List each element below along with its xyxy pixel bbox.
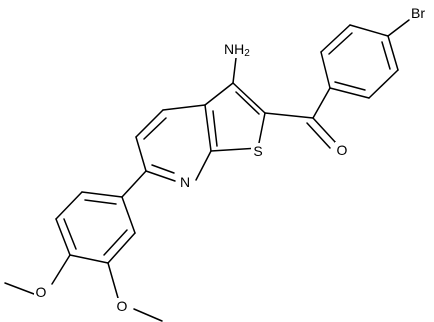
bond-ar-6	[121, 196, 136, 234]
bond-c6-n	[145, 170, 176, 182]
bond-c5-c6	[135, 136, 147, 172]
bond-bp-1	[320, 51, 331, 89]
bond-c3a-c7a-inner	[212, 110, 218, 147]
bond-c2-s	[257, 112, 266, 149]
bond-ar-1	[81, 191, 123, 198]
bond-n-c7a	[195, 150, 212, 181]
bond-c3a-c7a	[204, 104, 212, 152]
bond-ar-2	[55, 191, 83, 220]
methoxy-oxygen-4-label: O	[36, 284, 47, 300]
bond-bp-4	[387, 35, 399, 71]
bond-ar-5	[107, 232, 136, 264]
bond-c6-n-inner	[151, 164, 175, 174]
bond-ar-3	[55, 218, 71, 256]
bond-bp-4-inner	[381, 41, 391, 70]
bond-bp-2	[320, 24, 351, 53]
bond-bp-6-inner	[334, 81, 366, 91]
bond-c3-c2	[232, 82, 266, 114]
bromine-label: Br	[411, 5, 425, 21]
bond-s-c7a	[210, 147, 259, 152]
bond-o-ch3-4	[4, 282, 35, 295]
bond-ar-5-inner	[103, 229, 128, 256]
methoxy-oxygen-3-label: O	[117, 298, 128, 314]
bond-c4-o	[51, 254, 71, 285]
bond-bp-3	[349, 24, 389, 37]
sulfur-label: S	[253, 143, 262, 159]
bond-c3-n	[232, 57, 237, 84]
bond-c4-c5	[135, 109, 164, 138]
bond-ar-1-inner	[84, 199, 117, 205]
atom-labels: NH2 Br O S N O O	[34, 4, 434, 314]
bond-o-ch3-3	[133, 308, 163, 322]
bond-bp-6	[329, 87, 370, 99]
bond-c2-carbonyl	[264, 112, 314, 119]
bond-c6-ar	[121, 170, 147, 198]
bond-co-2	[306, 122, 331, 149]
bond-c3-c2-inner	[235, 91, 260, 115]
bond-bp-5	[368, 69, 399, 99]
bond-ar-4	[69, 254, 109, 264]
bond-c-br	[387, 19, 410, 37]
pyridine-nitrogen-label: N	[180, 174, 190, 190]
bond-ar-3-inner	[63, 218, 77, 250]
bond-c3-o	[107, 262, 119, 299]
bond-c3-c3a	[204, 82, 234, 106]
amine-label: NH2	[224, 41, 250, 59]
bond-co-1	[312, 117, 337, 144]
bond-c3a-c4	[162, 104, 206, 111]
bond-carbonyl-ph	[312, 87, 331, 119]
bond-c4-c5-inner	[143, 117, 167, 140]
bond-bp-2-inner	[328, 32, 353, 55]
bonds	[4, 19, 410, 322]
carbonyl-oxygen-label: O	[337, 142, 348, 158]
